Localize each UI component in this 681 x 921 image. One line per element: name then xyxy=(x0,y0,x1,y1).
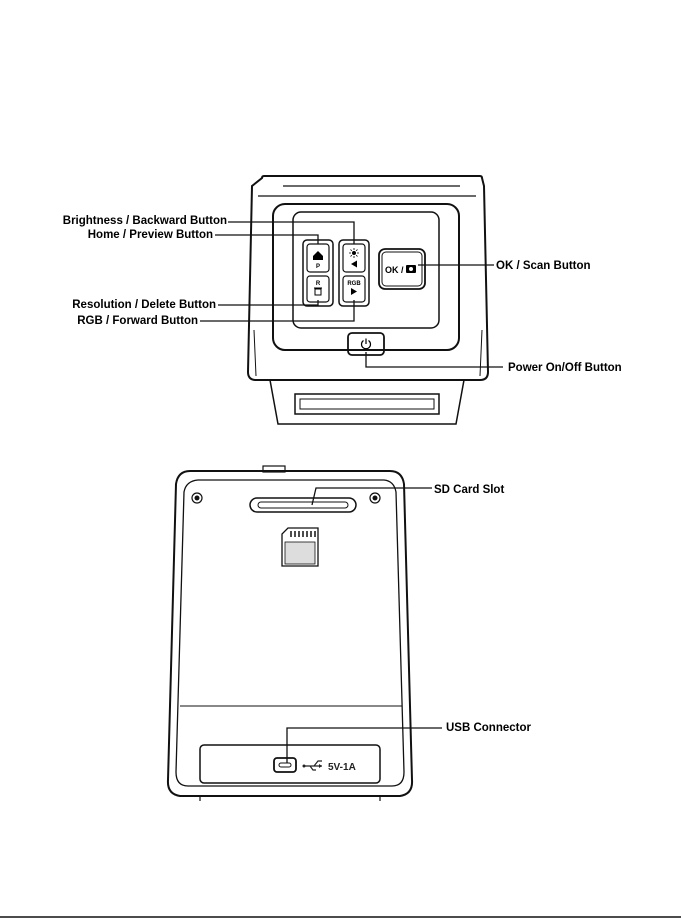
brightness-backward-label: Brightness / Backward Button xyxy=(63,215,227,227)
usb-connector-label: USB Connector xyxy=(446,722,532,734)
usb-connector-port[interactable] xyxy=(274,758,296,772)
play-right-icon xyxy=(351,288,357,295)
play-left-icon xyxy=(351,261,357,268)
film-slot-inner xyxy=(300,399,434,409)
trash-icon xyxy=(314,288,322,295)
rgb-forward-label: RGB / Forward Button xyxy=(77,315,198,327)
left-screw xyxy=(192,493,202,503)
camera-icon xyxy=(406,265,416,273)
rgb-forward-button-text: RGB xyxy=(347,281,361,287)
film-slot-base xyxy=(270,380,464,424)
power-icon xyxy=(361,339,370,349)
resolution-delete-label: Resolution / Delete Button xyxy=(72,299,216,311)
home-icon xyxy=(313,251,323,260)
body-side-edges xyxy=(254,330,482,376)
right-screw xyxy=(370,493,380,503)
back-view: 5V-1A SD Card Slot USB Connector xyxy=(168,466,532,801)
resolution-delete-button-letter: R xyxy=(316,281,321,287)
home-preview-label: Home / Preview Button xyxy=(88,229,213,241)
sd-card-slot-label: SD Card Slot xyxy=(434,484,504,496)
back-panel xyxy=(176,480,404,786)
ok-scan-label: OK / Scan Button xyxy=(496,260,591,272)
front-view: P R RGB OK / xyxy=(63,176,622,424)
film-slot xyxy=(295,394,439,414)
power-label: Power On/Off Button xyxy=(508,362,622,374)
ok-scan-button-text: OK / xyxy=(385,265,404,275)
brightness-icon xyxy=(349,248,359,258)
sd-card-slot xyxy=(250,498,356,512)
home-preview-button-letter: P xyxy=(316,264,320,270)
control-panel xyxy=(293,212,439,328)
back-body-outline xyxy=(168,471,412,796)
back-leader-lines xyxy=(287,488,442,763)
usb-icon xyxy=(303,761,323,770)
rgb-forward-button[interactable] xyxy=(343,276,365,302)
sd-card-icon xyxy=(282,528,318,566)
usb-power-rating: 5V-1A xyxy=(328,762,356,773)
